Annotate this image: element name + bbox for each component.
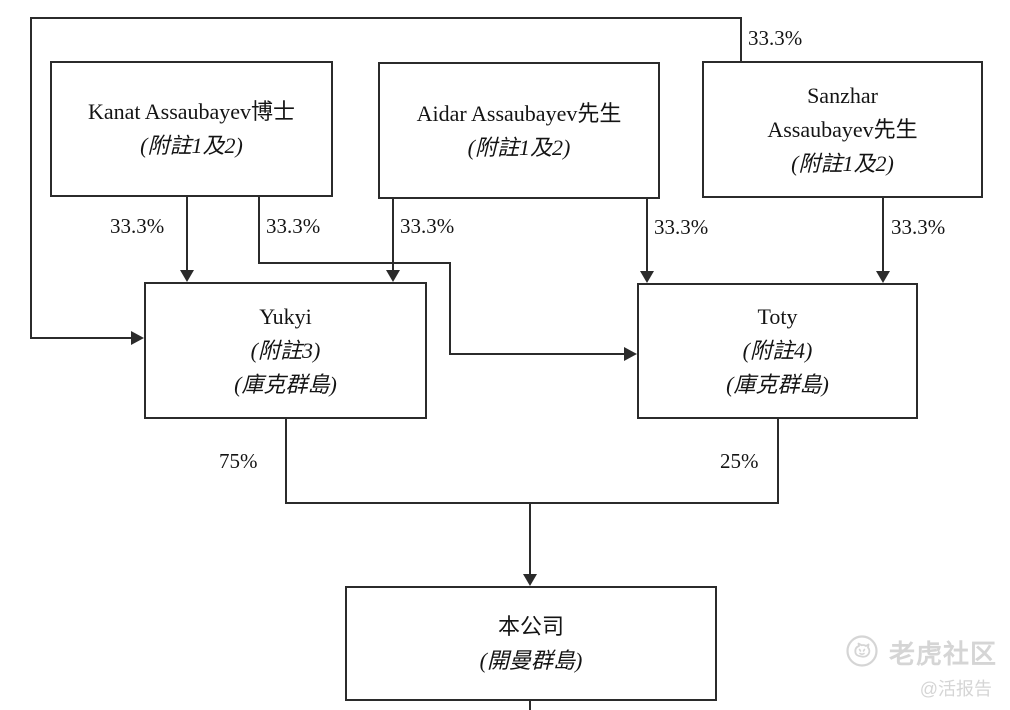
label-toty-to-company-pct: 25% [720, 449, 759, 473]
arrowhead-into-toty-top-left [640, 271, 654, 283]
label-aidar-to-toty-pct: 33.3% [654, 215, 709, 239]
node-sanzhar-name-line2: Assaubayev先生 [767, 116, 918, 142]
edge-yukyi-toty-to-company [285, 419, 779, 586]
watermark-brand: 老虎社区 [889, 638, 998, 669]
arrowhead-into-yukyi-top-right [386, 270, 400, 282]
arrowhead-into-toty-top-right [876, 271, 890, 283]
tiger-logo-icon [845, 634, 879, 673]
node-kanat: Kanat Assaubayev博士 (附註1及2) [50, 61, 333, 197]
node-company: 本公司 (開曼群島) [345, 586, 717, 701]
edge-aidar-to-toty [640, 199, 654, 283]
edge-kanat-to-toty [258, 197, 637, 361]
label-yukyi-to-company-pct: 75% [219, 449, 258, 473]
watermark-handle: @活报告 [919, 679, 992, 699]
node-aidar-name: Aidar Assaubayev先生 [416, 100, 622, 126]
arrowhead-into-yukyi-left [131, 331, 144, 345]
node-toty-note: (附註4) [742, 338, 813, 363]
node-kanat-name: Kanat Assaubayev博士 [87, 99, 296, 124]
label-kanat-to-toty-pct: 33.3% [266, 214, 321, 238]
node-sanzhar-name-line1: Sanzhar [807, 82, 878, 108]
node-yukyi-note: (附註3) [250, 337, 321, 363]
node-toty-location: (庫克群島) [726, 372, 829, 397]
node-yukyi-name: Yukyi [259, 303, 312, 329]
node-aidar-note: (附註1及2) [467, 134, 571, 160]
edge-aidar-to-yukyi [386, 199, 400, 282]
label-aidar-to-yukyi-pct: 33.3% [400, 214, 455, 238]
edge-sanzhar-to-yukyi [30, 17, 742, 345]
label-sanzhar-to-yukyi-pct: 33.3% [748, 26, 803, 50]
edge-kanat-to-yukyi [180, 197, 194, 282]
node-yukyi: Yukyi (附註3) (庫克群島) [144, 282, 427, 419]
node-aidar: Aidar Assaubayev先生 (附註1及2) [378, 62, 660, 199]
edge-sanzhar-to-toty [876, 198, 890, 283]
arrowhead-into-toty-left [624, 347, 637, 361]
label-sanzhar-to-toty-pct: 33.3% [891, 215, 946, 239]
arrowhead-into-yukyi-top [180, 270, 194, 282]
node-toty: Toty (附註4) (庫克群島) [637, 283, 918, 419]
node-company-name: 本公司 [497, 613, 564, 639]
node-toty-name: Toty [757, 304, 798, 329]
node-company-location: (開曼群島) [479, 647, 583, 673]
label-kanat-to-yukyi-pct: 33.3% [110, 214, 165, 238]
arrowhead-into-company-top [523, 574, 537, 586]
watermark: 老虎社区 @活报告 [845, 634, 998, 699]
node-sanzhar-note: (附註1及2) [791, 150, 894, 176]
node-yukyi-location: (庫克群島) [234, 371, 337, 397]
node-sanzhar: Sanzhar Assaubayev先生 (附註1及2) [702, 61, 983, 198]
node-kanat-note: (附註1及2) [140, 133, 243, 158]
